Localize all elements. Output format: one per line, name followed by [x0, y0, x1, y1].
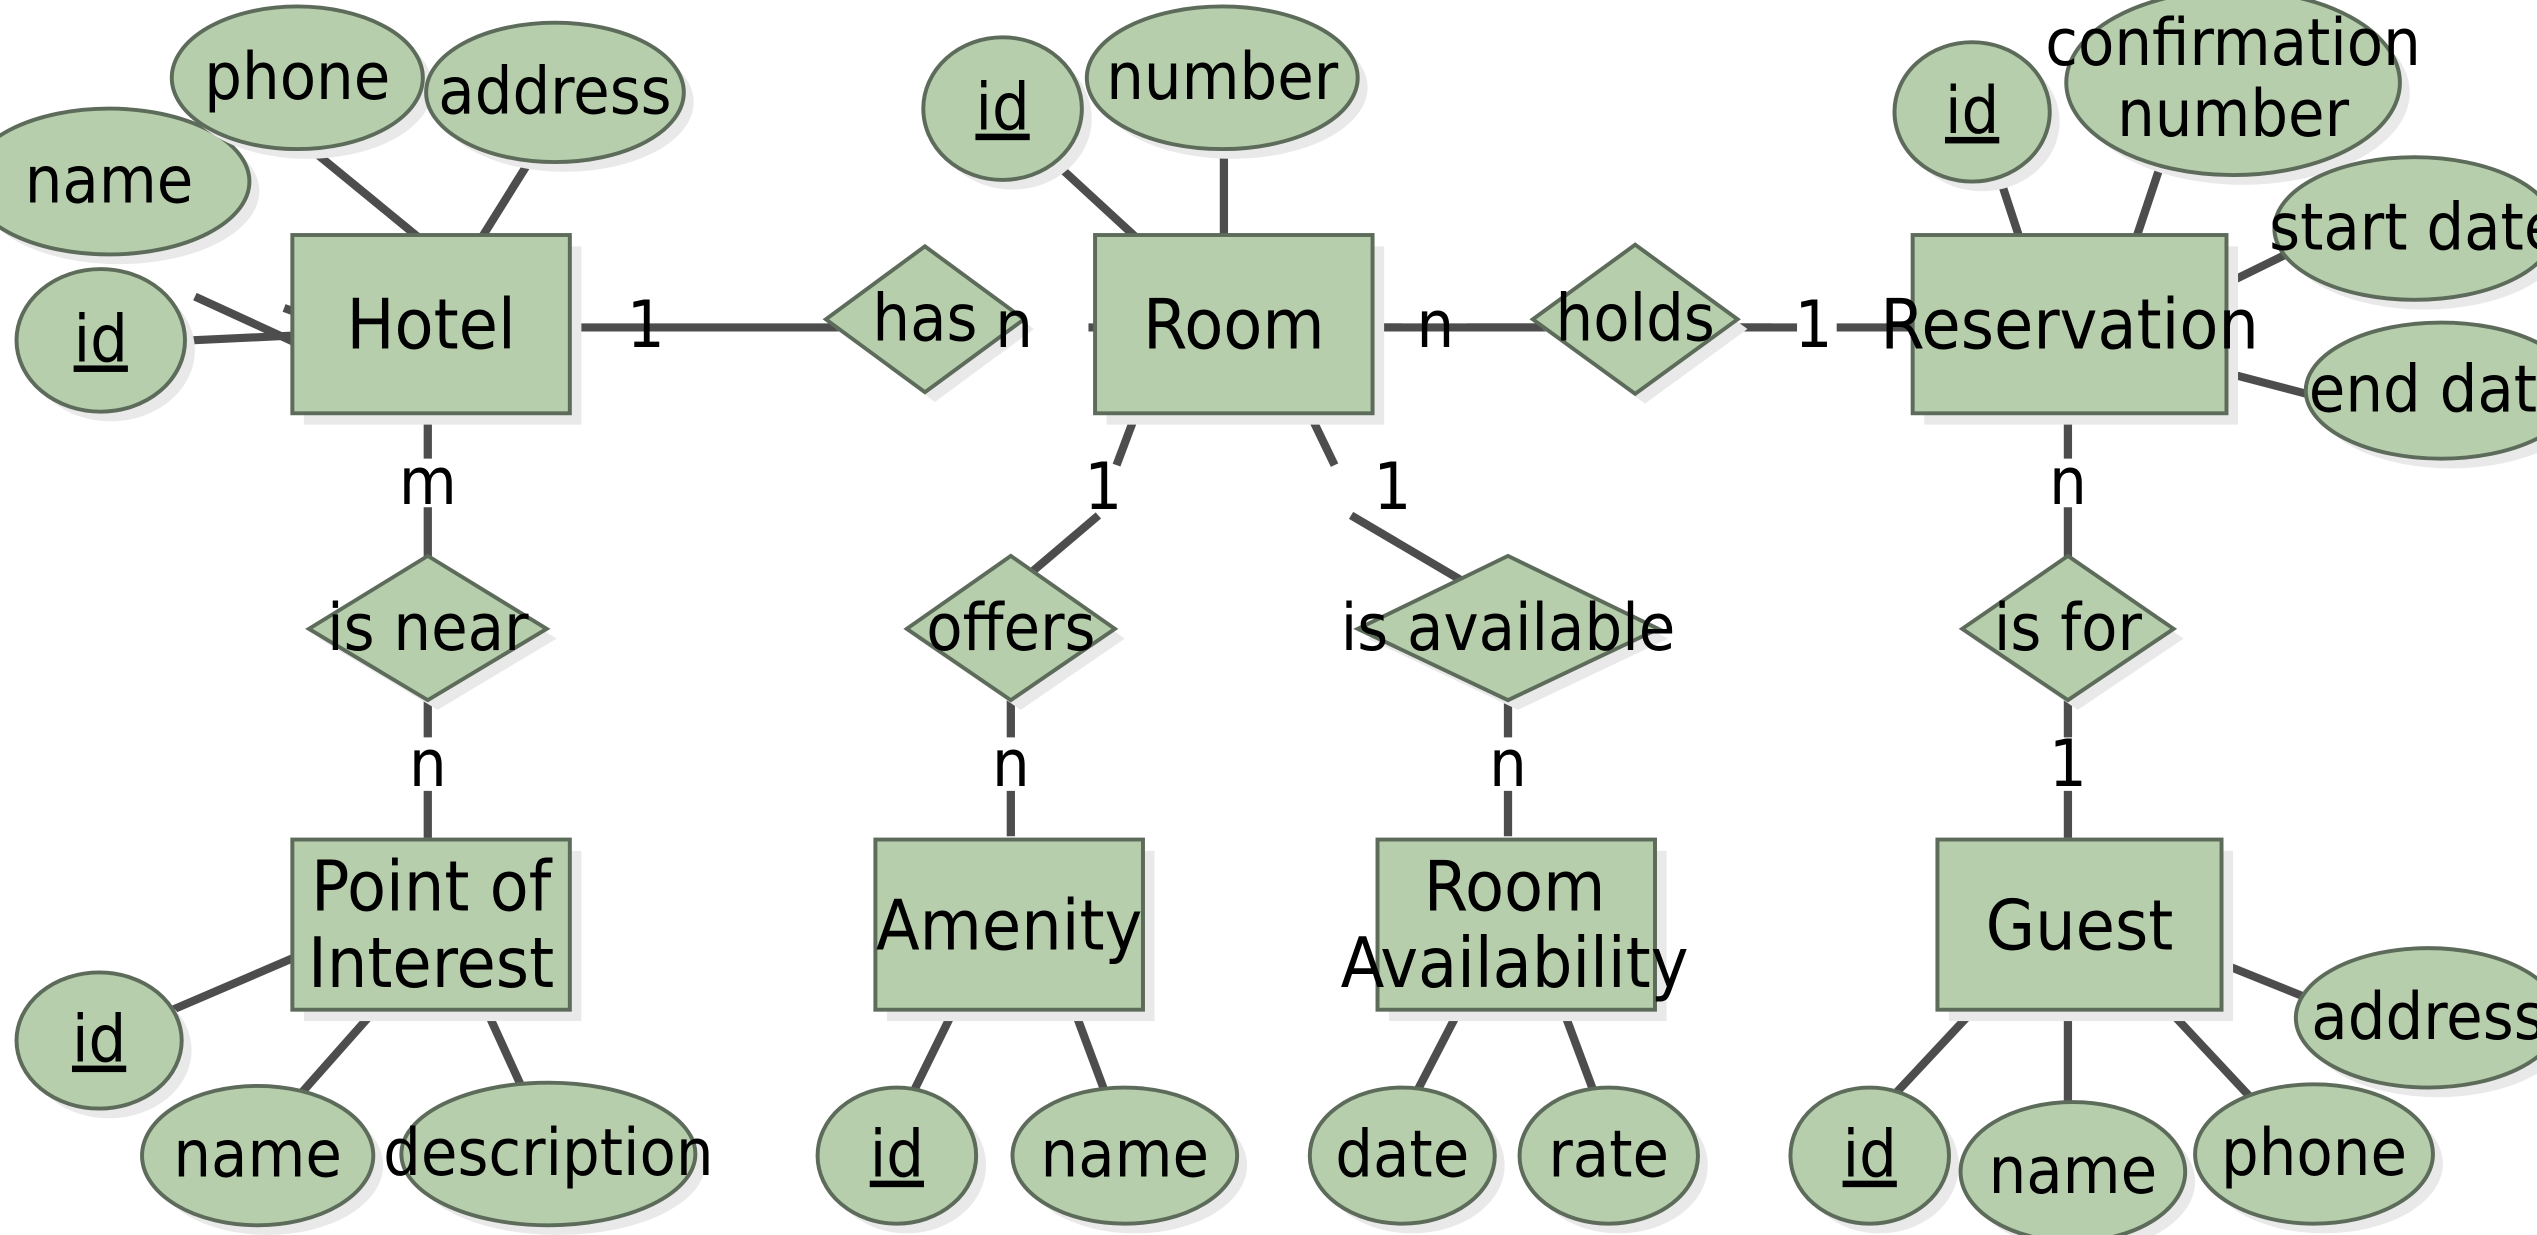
- attribute-label: address: [438, 54, 671, 129]
- attribute-label: rate: [1548, 1117, 1669, 1192]
- cardinality-isnear-poi: n: [409, 727, 447, 802]
- entity-label: Reservation: [1880, 284, 2259, 365]
- relationship-offers[interactable]: offers: [903, 553, 1125, 710]
- edge-guest-phone: [2163, 1005, 2263, 1110]
- cardinality-isavail-avail: n: [1489, 727, 1527, 802]
- attribute-reservation-end-date[interactable]: end date: [2303, 320, 2537, 469]
- attribute-room-id[interactable]: id: [921, 35, 1092, 190]
- attribute-label-line1: confirmation: [2045, 5, 2421, 80]
- entity-label: Hotel: [346, 284, 515, 365]
- entity-room[interactable]: Room: [1093, 233, 1385, 425]
- cardinality-room-isavail: 1: [1373, 450, 1411, 525]
- relationship-holds[interactable]: holds: [1529, 242, 1748, 404]
- attribute-reservation-start-date[interactable]: start date: [2269, 155, 2537, 310]
- attribute-reservation-confirmation-number[interactable]: confirmation number: [2045, 0, 2421, 185]
- entity-label-line1: Room: [1424, 846, 1606, 927]
- entity-room-availability[interactable]: Room Availability: [1341, 837, 1689, 1022]
- attribute-guest-id[interactable]: id: [1788, 1085, 1959, 1234]
- entity-hotel[interactable]: Hotel: [290, 233, 582, 425]
- cardinality-has-room: n: [995, 287, 1033, 362]
- relationship-label: is available: [1341, 591, 1676, 666]
- attribute-hotel-name[interactable]: name: [0, 106, 260, 265]
- attribute-label: id: [1945, 74, 1999, 149]
- cardinality-hotel-isnear: m: [399, 445, 457, 520]
- attribute-label: end date: [2309, 352, 2537, 427]
- edge-room-offers-b: [1021, 512, 1102, 582]
- relationship-is-available[interactable]: is available: [1341, 553, 1676, 710]
- attribute-hotel-address[interactable]: address: [424, 20, 694, 172]
- attribute-availability-date[interactable]: date: [1307, 1085, 1505, 1234]
- attribute-label: id: [72, 1002, 126, 1077]
- attribute-poi-name[interactable]: name: [140, 1083, 384, 1235]
- entity-reservation[interactable]: Reservation: [1880, 233, 2259, 425]
- edge-hotel-address: [478, 155, 536, 239]
- attribute-label: id: [74, 302, 128, 377]
- relationship-label: is for: [1994, 591, 2143, 666]
- attribute-availability-rate[interactable]: rate: [1517, 1085, 1708, 1234]
- relationship-label: has: [872, 281, 977, 356]
- relationship-label: holds: [1556, 281, 1715, 356]
- entity-label: Guest: [1986, 885, 2174, 966]
- entity-point-of-interest[interactable]: Point of Interest: [290, 837, 582, 1022]
- attribute-label: id: [1843, 1117, 1897, 1192]
- edge-hotel-phone: [316, 152, 423, 242]
- attribute-guest-phone[interactable]: phone: [2193, 1082, 2443, 1234]
- entity-label-line2: Interest: [308, 923, 554, 1004]
- entity-label-line2: Availability: [1341, 923, 1689, 1004]
- attribute-room-number[interactable]: number: [1084, 4, 1368, 159]
- attribute-label: name: [173, 1117, 342, 1192]
- attribute-guest-address[interactable]: address: [2293, 946, 2537, 1098]
- edge-poi-id: [163, 952, 299, 1017]
- attribute-label: date: [1335, 1117, 1469, 1192]
- attribute-label: name: [25, 143, 194, 218]
- cardinality-isfor-guest: 1: [2049, 727, 2087, 802]
- attribute-label: description: [383, 1116, 713, 1191]
- attribute-hotel-phone[interactable]: phone: [169, 4, 433, 159]
- attribute-reservation-id[interactable]: id: [1892, 40, 2060, 192]
- cardinality-hotel-has: 1: [627, 287, 665, 362]
- attribute-label: name: [1041, 1117, 1210, 1192]
- cardinality-room-offers: 1: [1084, 450, 1122, 525]
- edge-room-isavail-b: [1348, 511, 1469, 587]
- entity-amenity[interactable]: Amenity: [873, 837, 1155, 1022]
- relationship-has[interactable]: has: [822, 243, 1034, 402]
- attribute-label: number: [1106, 39, 1339, 114]
- attribute-label: id: [975, 70, 1029, 145]
- attribute-poi-description[interactable]: description: [383, 1080, 714, 1235]
- attribute-label: phone: [2221, 1116, 2407, 1191]
- attribute-label: name: [1989, 1133, 2158, 1208]
- edge-guest-address: [2218, 958, 2314, 1004]
- edge-layer: [163, 131, 2321, 1119]
- relationship-is-near[interactable]: is near: [305, 553, 557, 710]
- attribute-amenity-name[interactable]: name: [1010, 1085, 1248, 1234]
- entity-guest[interactable]: Guest: [1935, 837, 2234, 1022]
- cardinality-res-isfor: n: [2049, 445, 2087, 520]
- cardinality-room-holds: n: [1416, 287, 1454, 362]
- entity-label-line1: Point of: [311, 846, 553, 927]
- relationship-is-for[interactable]: is for: [1958, 553, 2184, 710]
- entity-label: Room: [1143, 284, 1325, 365]
- attribute-label: id: [870, 1117, 924, 1192]
- entity-label: Amenity: [876, 885, 1142, 966]
- cardinality-holds-res: 1: [1795, 287, 1833, 362]
- attribute-amenity-id[interactable]: id: [815, 1085, 987, 1234]
- edge-hotel-id: [191, 331, 295, 345]
- attribute-label: start date: [2269, 190, 2537, 265]
- attribute-label: address: [2311, 980, 2537, 1055]
- relationship-label: is near: [327, 591, 529, 666]
- attribute-poi-id[interactable]: id: [14, 970, 192, 1119]
- attribute-guest-name[interactable]: name: [1958, 1100, 2196, 1235]
- attribute-hotel-id[interactable]: id: [14, 267, 195, 422]
- cardinality-offers-amenity: n: [992, 727, 1030, 802]
- relationship-label: offers: [926, 591, 1095, 666]
- attribute-label-line2: number: [2117, 77, 2350, 152]
- attribute-label: phone: [204, 39, 390, 114]
